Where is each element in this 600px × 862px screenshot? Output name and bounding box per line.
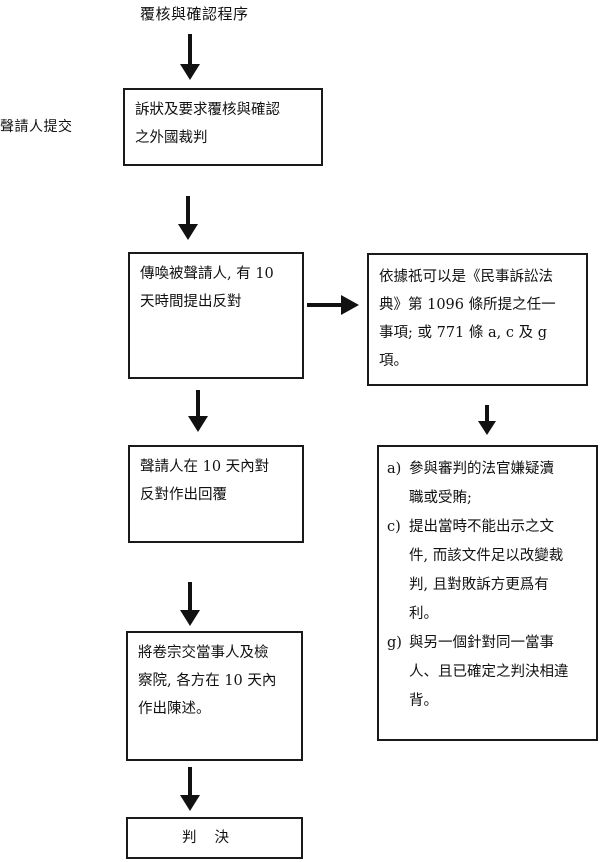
grounds-box: 依據祇可以是《民事訴訟法 典》第 1096 條所提之任一 事項; 或 771 條…: [367, 253, 588, 386]
statements-line-1: 將卷宗交當事人及檢: [138, 645, 269, 661]
grounds-line-3: 事項; 或 771 條 a, c 及 g: [379, 325, 547, 341]
grounds-line-2: 典》第 1096 條所提之任一: [379, 297, 556, 313]
arrow-right-icon: [307, 295, 359, 315]
ground-item-g: g) 與另一個針對同一當事 人、且已確定之判決相違 背。: [387, 629, 590, 716]
arrow-down-icon: [180, 767, 200, 811]
ground-text: 背。: [409, 693, 438, 709]
statements-line-3: 作出陳述。: [138, 701, 211, 717]
submission-box: 訴狀及要求覆核與確認 之外國裁判: [123, 88, 323, 166]
reply-line-2: 反對作出回覆: [140, 487, 227, 503]
ground-marker: g): [387, 635, 402, 651]
arrow-down-icon: [178, 196, 198, 240]
ground-text: 參與審判的法官嫌疑瀆: [409, 461, 554, 477]
judgment-label: 判決: [182, 830, 247, 846]
ground-text: 與另一個針對同一當事: [409, 635, 554, 651]
arrow-down-icon: [180, 582, 200, 626]
ground-item-c: c) 提出當時不能出示之文 件, 而該文件足以改變裁 判, 且對敗訴方更爲有 利。: [387, 513, 590, 629]
summon-line-2: 天時間提出反對: [140, 294, 242, 310]
judgment-box: 判決: [126, 817, 303, 859]
arrow-down-icon: [478, 405, 496, 435]
arrow-down-icon: [188, 390, 208, 432]
ground-marker: a): [387, 461, 402, 477]
grounds-line-4: 項。: [379, 353, 408, 369]
summon-line-1: 傳喚被聲請人, 有 10: [140, 266, 274, 282]
summon-box: 傳喚被聲請人, 有 10 天時間提出反對: [128, 252, 304, 379]
applicant-submits-label: 聲請人提交: [0, 119, 73, 135]
reply-line-1: 聲請人在 10 天內對: [140, 459, 270, 475]
submission-line-2: 之外國裁判: [135, 130, 208, 146]
statements-line-2: 察院, 各方在 10 天內: [138, 673, 277, 689]
arrow-down-icon: [180, 34, 200, 80]
statements-box: 將卷宗交當事人及檢 察院, 各方在 10 天內 作出陳述。: [126, 631, 303, 761]
grounds-line-1: 依據祇可以是《民事訴訟法: [379, 269, 553, 285]
ground-text: 提出當時不能出示之文: [409, 519, 554, 535]
ground-text: 判, 且對敗訴方更爲有: [409, 577, 549, 593]
reply-box: 聲請人在 10 天內對 反對作出回覆: [128, 445, 304, 543]
ground-text: 職或受賄;: [409, 490, 472, 506]
ground-item-a: a) 參與審判的法官嫌疑瀆 職或受賄;: [387, 455, 590, 513]
ground-text: 人、且已確定之判決相違: [409, 664, 569, 680]
ground-marker: c): [387, 519, 401, 535]
diagram-title: 覆核與確認程序: [140, 5, 249, 23]
ground-text: 利。: [409, 606, 438, 622]
ground-text: 件, 而該文件足以改變裁: [409, 548, 564, 564]
grounds-list-box: a) 參與審判的法官嫌疑瀆 職或受賄; c) 提出當時不能出示之文 件, 而該文件足…: [377, 445, 598, 741]
submission-line-1: 訴狀及要求覆核與確認: [135, 102, 280, 118]
